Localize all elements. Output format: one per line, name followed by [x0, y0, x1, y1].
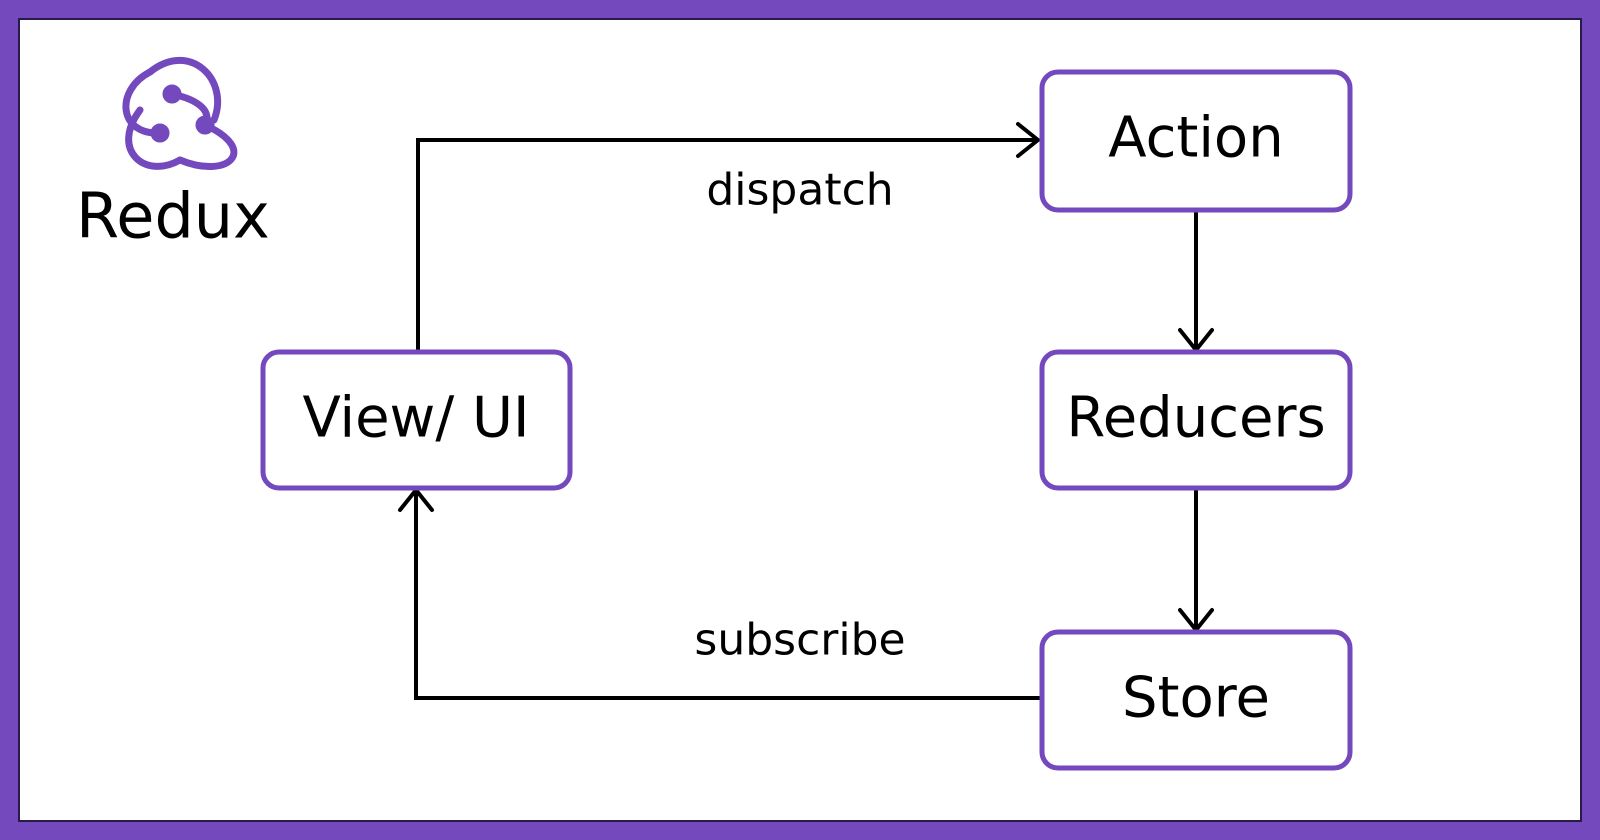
- redux-logo-icon: [122, 56, 238, 171]
- edge-label-subscribe: subscribe: [694, 615, 905, 666]
- node-view-label: View/ UI: [302, 386, 529, 451]
- node-store-box: [1039, 629, 1353, 771]
- node-store: Store: [1039, 629, 1353, 771]
- node-store-label: Store: [1122, 666, 1270, 731]
- node-action-box: [1039, 69, 1353, 213]
- edge-subscribe-line: [414, 492, 1040, 700]
- node-action-label: Action: [1108, 106, 1283, 171]
- node-view: View/ UI: [260, 349, 573, 491]
- node-reducers-label: Reducers: [1066, 386, 1325, 451]
- edge-label-dispatch: dispatch: [706, 165, 893, 216]
- edge-dispatch-arrowhead: [1016, 122, 1040, 158]
- node-view-box: [260, 349, 573, 491]
- node-reducers: Reducers: [1039, 349, 1353, 491]
- edge-dispatch-line: [416, 138, 1036, 350]
- node-action: Action: [1039, 69, 1353, 213]
- node-reducers-box: [1039, 349, 1353, 491]
- brand-title: Redux: [76, 180, 270, 253]
